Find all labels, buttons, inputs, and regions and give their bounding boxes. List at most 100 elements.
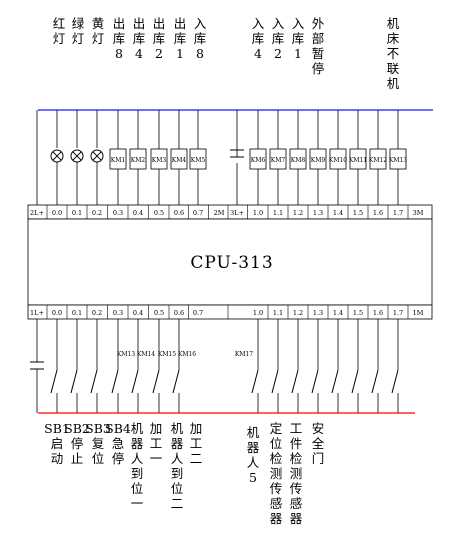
input-coil-label: KM15 — [158, 351, 176, 358]
output-terminal-label: 1.2 — [293, 209, 303, 217]
lamp-cross — [52, 151, 62, 161]
coil-label: KM2 — [131, 157, 146, 164]
output-terminal-label: 2M — [214, 209, 225, 217]
top-label-char: 8 — [196, 46, 204, 61]
top-label-char: 入 — [194, 16, 207, 31]
top-label-char: 绿 — [72, 16, 85, 31]
bottom-label-char: SB2 — [64, 421, 90, 436]
output-terminal-label: 1.7 — [393, 209, 403, 217]
input-coil-label: KM14 — [137, 351, 155, 358]
top-label: 出库2 — [153, 16, 166, 61]
bottom-label-char: 检 — [290, 451, 303, 466]
bottom-label-char: 测 — [270, 466, 283, 481]
input-terminal-label: 1.4 — [333, 309, 343, 317]
bottom-label-char: 位 — [92, 451, 105, 466]
top-label-char: 外 — [312, 16, 325, 31]
top-label-char: 部 — [312, 31, 325, 46]
bottom-label-char: 动 — [51, 451, 64, 466]
bottom-label-char: 位 — [171, 481, 184, 496]
coil-label: KM9 — [311, 157, 326, 164]
switch-contact — [351, 369, 359, 394]
output-terminal-label: 3M — [413, 209, 424, 217]
top-label-char: 灯 — [92, 31, 105, 46]
bottom-label-char: 工 — [290, 421, 303, 436]
bottom-label-char: 测 — [290, 466, 303, 481]
coil-label: KM7 — [271, 157, 286, 164]
top-label-char: 不 — [387, 46, 400, 61]
top-label: 出库4 — [133, 16, 146, 61]
top-label-char: 库 — [153, 31, 166, 46]
input-terminal-label: 0.2 — [92, 309, 102, 317]
top-label-char: 2 — [274, 46, 282, 61]
switch-contact — [111, 369, 119, 394]
top-label-char: 停 — [312, 61, 325, 76]
top-label-char: 入 — [272, 16, 285, 31]
bottom-label-char: 感 — [290, 496, 303, 511]
top-label-char: 灯 — [72, 31, 85, 46]
output-terminal-label: 0.5 — [154, 209, 164, 217]
bottom-label-char: 器 — [270, 511, 283, 526]
bottom-label-char: 停 — [112, 451, 125, 466]
input-terminal-label: 0.6 — [174, 309, 184, 317]
output-terminal-label: 1.6 — [373, 209, 383, 217]
switch-contact — [50, 369, 58, 394]
input-terminal-label: 1.2 — [293, 309, 303, 317]
input-terminal-label: 1.3 — [313, 309, 323, 317]
top-label: 入库8 — [194, 16, 207, 61]
input-terminal-label: 0.5 — [154, 309, 164, 317]
bottom-label-char: 工 — [190, 436, 203, 451]
top-label-char: 库 — [272, 31, 285, 46]
bottom-label-char: 器 — [290, 511, 303, 526]
top-label-char: 库 — [292, 31, 305, 46]
output-terminal-label: 0.7 — [193, 209, 203, 217]
bottom-label-char: 一 — [131, 496, 144, 511]
bottom-label: 安全门 — [312, 421, 325, 466]
bottom-label-char: 到 — [171, 466, 184, 481]
top-label-char: 机 — [387, 16, 400, 31]
input-coil-label: KM16 — [178, 351, 196, 358]
bottom-label-char: 二 — [171, 496, 184, 511]
switch-contact — [70, 369, 78, 394]
switch-contact — [131, 369, 139, 394]
bottom-label-char: 加 — [150, 421, 163, 436]
switch-contact — [172, 369, 180, 394]
input-terminal-label: 1.5 — [353, 309, 363, 317]
switch-contact — [331, 369, 339, 394]
bottom-label: 加工二 — [190, 421, 203, 466]
input-terminal-label: 1.7 — [393, 309, 403, 317]
bottom-label-char: 加 — [190, 421, 203, 436]
input-terminal-label: 0.7 — [193, 309, 203, 317]
top-label-char: 库 — [174, 31, 187, 46]
top-label-char: 出 — [174, 16, 187, 31]
coil-label: KM4 — [172, 157, 187, 164]
top-label-char: 联 — [387, 61, 400, 76]
switch-contact — [271, 369, 279, 394]
bottom-label-char: 检 — [270, 451, 283, 466]
top-label-char: 机 — [387, 76, 400, 91]
top-label-char: 2 — [155, 46, 163, 61]
bottom-label-char: 一 — [150, 451, 163, 466]
top-label-char: 库 — [133, 31, 146, 46]
output-terminal-label: 1.4 — [333, 209, 343, 217]
bottom-label-char: 感 — [270, 496, 283, 511]
bottom-label-char: 器 — [131, 436, 144, 451]
input-terminal-label: 1M — [413, 309, 424, 317]
coil-label: KM3 — [152, 157, 167, 164]
top-label-char: 出 — [153, 16, 166, 31]
coil-label: KM5 — [191, 157, 206, 164]
switch-contact — [311, 369, 319, 394]
switch-contact — [291, 369, 299, 394]
top-label-char: 出 — [113, 16, 126, 31]
top-label-char: 8 — [115, 46, 123, 61]
